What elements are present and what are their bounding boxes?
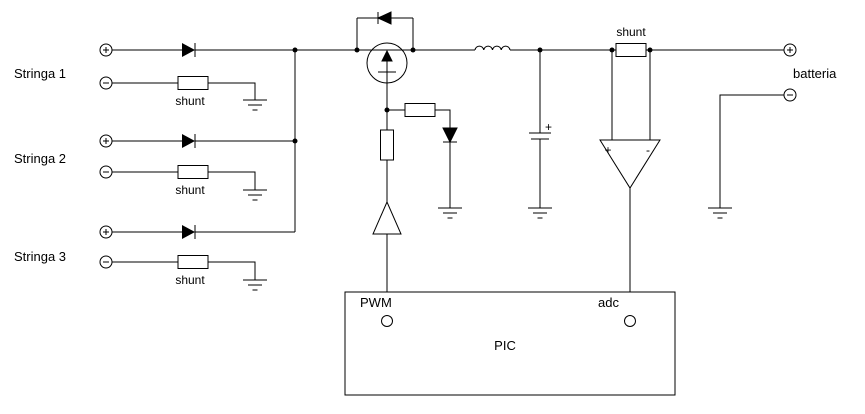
current-sense: + - [599, 43, 661, 189]
battery-shunt-resistor [615, 43, 647, 57]
junction-dots [292, 47, 653, 144]
opamp-plus-input-label: + [604, 143, 611, 157]
string1-shunt-resistor [177, 76, 209, 90]
string2-positive-terminal [99, 134, 113, 148]
pic-label: PIC [494, 338, 516, 353]
string3 [99, 224, 268, 291]
string1 [99, 42, 268, 111]
string3-negative-terminal [99, 255, 113, 269]
string2-diode [181, 133, 196, 149]
string1-ground-icon [242, 99, 268, 111]
gate-driver-buffer [372, 200, 402, 235]
string3-diode [181, 224, 196, 240]
string2-label: Stringa 2 [14, 151, 66, 166]
string1-shunt-label: shunt [175, 94, 205, 108]
mosfet-arrow-icon [381, 49, 393, 62]
inductor [474, 45, 511, 51]
string3-ground-icon [242, 279, 268, 291]
mosfet-switch [366, 11, 408, 84]
gate-series-resistor [404, 103, 436, 117]
opamp-minus-input-label: - [646, 143, 650, 157]
gate-clamp-diode [442, 127, 458, 144]
bypass-diode [376, 11, 392, 25]
string1-negative-terminal [99, 76, 113, 90]
string3-shunt-label: shunt [175, 273, 205, 287]
pic-box [344, 291, 676, 396]
battery [707, 43, 797, 219]
battery-positive-terminal [783, 43, 797, 57]
gate-diode-ground-icon [437, 207, 463, 219]
string3-label: Stringa 3 [14, 249, 66, 264]
gate-resistor [380, 129, 394, 161]
capacitor-ground-icon [527, 207, 553, 219]
capacitor-polarity-sign: + [545, 120, 552, 134]
battery-shunt-label: shunt [616, 25, 646, 39]
string3-positive-terminal [99, 225, 113, 239]
string1-diode [181, 42, 196, 58]
battery-negative-terminal [783, 88, 797, 102]
string2-shunt-label: shunt [175, 183, 205, 197]
string2-ground-icon [242, 189, 268, 201]
string1-positive-terminal [99, 43, 113, 57]
pwm-pin [381, 315, 393, 327]
string3-shunt-resistor [177, 255, 209, 269]
sense-opamp [599, 139, 661, 189]
gate-network [372, 103, 463, 235]
battery-ground-icon [707, 207, 733, 219]
output-capacitor: + [527, 120, 553, 219]
string2-shunt-resistor [177, 165, 209, 179]
adc-pin [624, 315, 636, 327]
string2 [99, 133, 268, 201]
pwm-pin-label: PWM [360, 295, 392, 310]
string1-label: Stringa 1 [14, 66, 66, 81]
string2-negative-terminal [99, 165, 113, 179]
pic-controller [344, 291, 676, 396]
wires [112, 17, 784, 316]
battery-label: batteria [793, 66, 837, 81]
mosfet-body [366, 42, 408, 84]
adc-pin-label: adc [598, 295, 619, 310]
